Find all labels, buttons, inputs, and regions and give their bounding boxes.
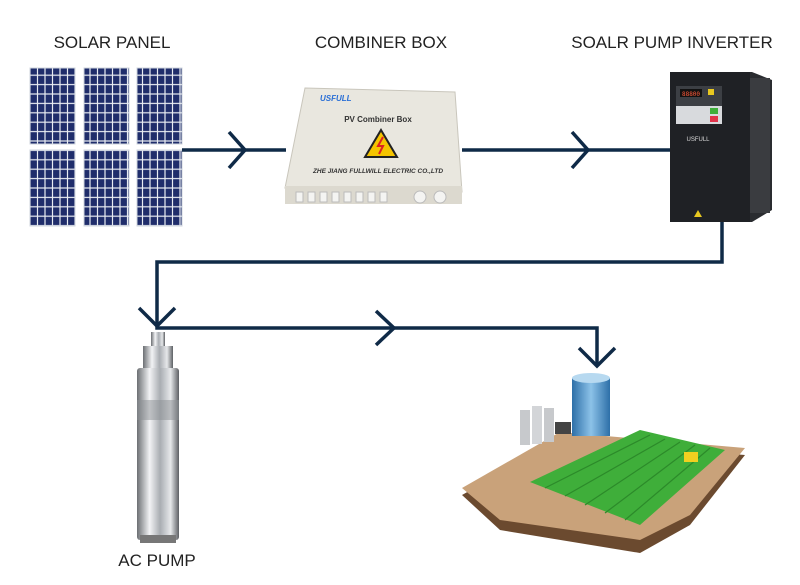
arrow-right-icon (570, 130, 591, 170)
combiner-title: PV Combiner Box (344, 115, 412, 124)
solar-panel (136, 67, 183, 145)
inverter-brand: USFULL (686, 137, 710, 143)
flow-line-inverter-to-pump-and-field (155, 222, 724, 366)
label-solar-panel: SOLAR PANEL (53, 33, 171, 52)
arrow-down-icon (577, 346, 617, 369)
inverter-display: 88800 (682, 91, 700, 98)
flow-lines (137, 130, 724, 369)
high-voltage-warning-icon (363, 128, 399, 158)
run-button (710, 108, 718, 114)
solar-panel (29, 67, 76, 145)
solar-panel (29, 149, 76, 227)
combiner-brand: USFULL (320, 94, 352, 103)
arrow-right-icon (227, 130, 248, 170)
stop-button (710, 116, 718, 122)
combiner-box: USFULL PV Combiner Box ZHE JIANG FULLWIL… (284, 87, 463, 204)
farm-field (462, 373, 745, 553)
arrow-right-icon (374, 309, 397, 347)
pump-inverter: 88800 USFULL (670, 72, 772, 222)
solar-panel (83, 149, 130, 227)
solar-panel-array (29, 67, 183, 227)
arrow-down-icon (137, 306, 177, 329)
label-inverter: SOALR PUMP INVERTER (571, 33, 773, 52)
solar-panel (136, 149, 183, 227)
tractor (684, 452, 698, 462)
warning-icon (694, 210, 702, 217)
combiner-maker: ZHE JIANG FULLWILL ELECTRIC CO.,LTD (312, 168, 443, 175)
water-tank (572, 378, 610, 436)
label-ac-pump: AC PUMP (118, 551, 196, 570)
ac-pump (137, 332, 179, 543)
solar-panel-small (555, 422, 571, 434)
label-combiner-box: COMBINER BOX (314, 33, 448, 52)
solar-panel (83, 67, 130, 145)
